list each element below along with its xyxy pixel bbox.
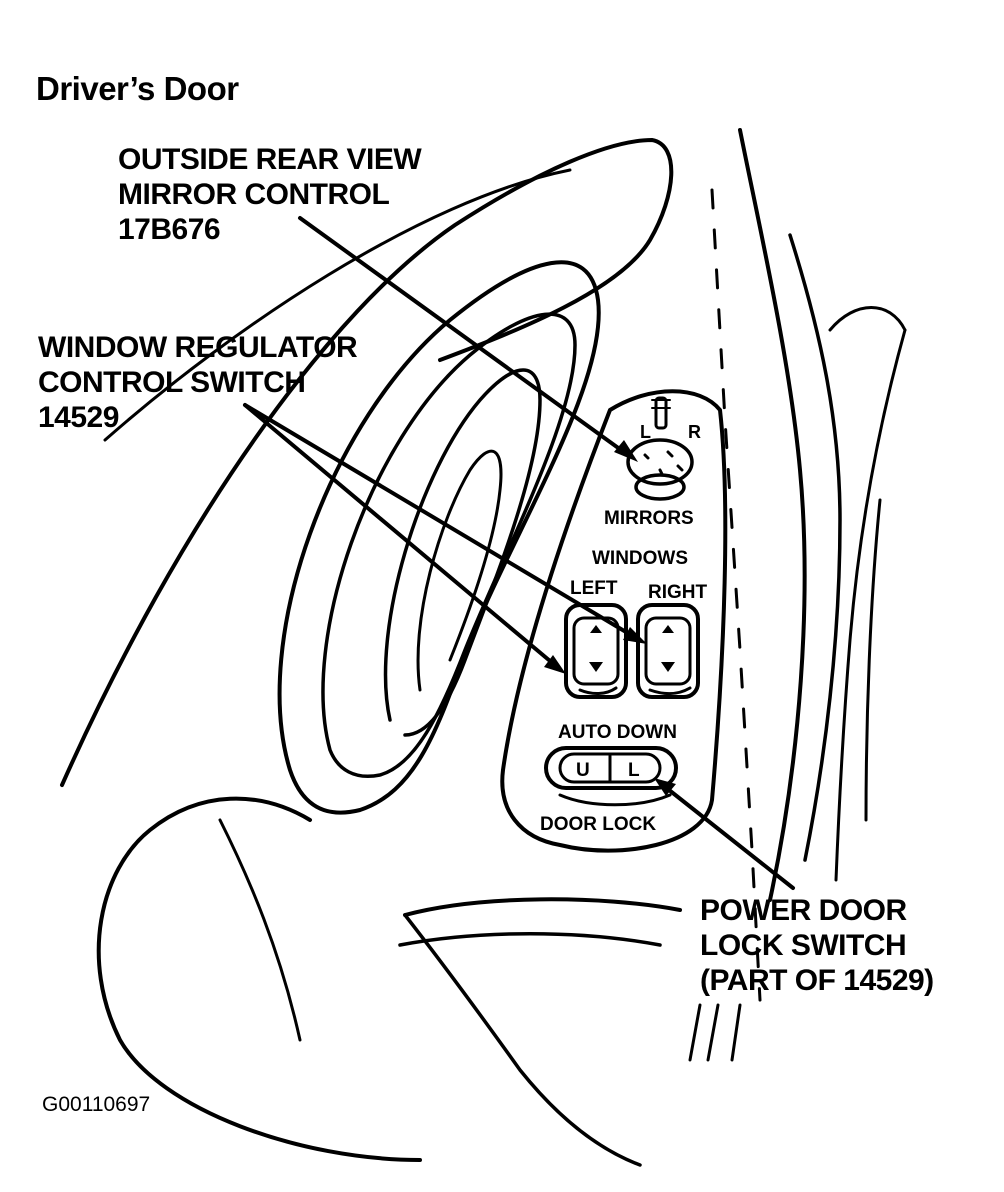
mirror-r-label: R bbox=[688, 422, 701, 442]
windows-label: WINDOWS bbox=[592, 548, 688, 569]
left-switch-down-arrow bbox=[589, 662, 603, 672]
leader-mirror bbox=[298, 216, 630, 457]
door-edge-1 bbox=[738, 128, 807, 902]
auto-down-label: AUTO DOWN bbox=[558, 722, 677, 743]
door-lower-curve-2 bbox=[218, 818, 302, 1042]
right-label: RIGHT bbox=[648, 582, 708, 603]
door-edge-5 bbox=[864, 498, 882, 822]
mirror-joystick-graphic bbox=[626, 396, 694, 501]
leader-window-right bbox=[243, 403, 638, 640]
figure-id: G00110697 bbox=[42, 1093, 151, 1116]
callout-mirror-line-2: MIRROR CONTROL bbox=[118, 178, 390, 211]
callout-mirror-control: OUTSIDE REAR VIEW MIRROR CONTROL 17B676 bbox=[118, 142, 422, 247]
right-window-switch-graphic bbox=[636, 603, 700, 699]
lock-label: L bbox=[628, 760, 640, 781]
left-window-switch-graphic bbox=[564, 603, 628, 699]
arrowhead-window-right bbox=[623, 627, 647, 644]
callout-door-lock: POWER DOOR LOCK SWITCH (PART OF 14529) bbox=[700, 893, 934, 998]
arrowhead-window-left bbox=[544, 655, 566, 674]
callout-lock-line-2: LOCK SWITCH bbox=[700, 929, 907, 962]
callout-window-line-2: CONTROL SWITCH bbox=[38, 366, 306, 399]
right-switch-up-arrow bbox=[662, 625, 674, 633]
pocket-side bbox=[403, 913, 642, 1167]
door-lock-rocker-graphic bbox=[544, 746, 678, 807]
door-lower-curve bbox=[96, 796, 422, 1162]
leader-window-left bbox=[243, 403, 558, 668]
callout-window-line-1: WINDOW REGULATOR bbox=[38, 331, 358, 364]
callout-window-switch: WINDOW REGULATOR CONTROL SWITCH 14529 bbox=[38, 330, 358, 435]
door-edge-4 bbox=[834, 328, 907, 882]
right-switch-down-arrow bbox=[661, 662, 675, 672]
callout-mirror-line-3: 17B676 bbox=[118, 213, 221, 246]
armrest-contour-4 bbox=[416, 449, 503, 692]
pocket-lower bbox=[398, 932, 662, 947]
control-panel bbox=[500, 389, 728, 853]
mirrors-label: MIRRORS bbox=[604, 508, 694, 529]
callout-window-line-3: 14529 bbox=[38, 401, 119, 434]
left-switch-up-arrow bbox=[590, 625, 602, 633]
door-edge-dashed-2 bbox=[688, 1003, 742, 1062]
diagram-title: Driver’s Door bbox=[36, 70, 239, 107]
mirror-l-label: L bbox=[640, 422, 651, 442]
callout-lock-line-3: (PART OF 14529) bbox=[700, 964, 934, 997]
door-lock-label: DOOR LOCK bbox=[540, 814, 656, 835]
leader-lock bbox=[662, 784, 795, 890]
arrowhead-mirror bbox=[614, 440, 638, 462]
callout-mirror-line-1: OUTSIDE REAR VIEW bbox=[118, 143, 422, 176]
door-outer-curve bbox=[60, 138, 674, 787]
left-label: LEFT bbox=[570, 578, 618, 599]
door-edge-2 bbox=[788, 233, 842, 862]
pocket-top bbox=[403, 897, 682, 917]
armrest-contour-2 bbox=[321, 312, 577, 778]
door-outer-curve-2 bbox=[103, 168, 572, 442]
door-edge-dashed bbox=[710, 188, 762, 1002]
arrowhead-lock bbox=[654, 778, 676, 796]
callout-lock-line-1: POWER DOOR bbox=[700, 894, 907, 927]
unlock-label: U bbox=[576, 760, 590, 781]
door-edge-3 bbox=[828, 306, 907, 332]
